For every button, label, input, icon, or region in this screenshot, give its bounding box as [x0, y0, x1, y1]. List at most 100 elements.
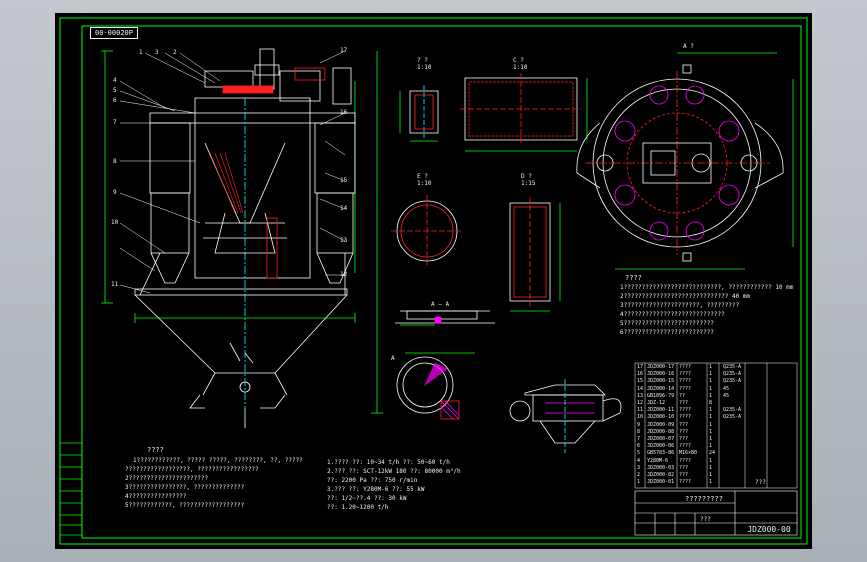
bom-cell-no: 5 [637, 450, 641, 457]
view-c-label: C ? [513, 57, 524, 64]
bom-cell-code: JDZ000-15 [647, 378, 675, 385]
view-e-label: E ? [417, 173, 428, 180]
notes-left-title: ???? [147, 446, 164, 454]
bom-cell-code: JDZ000-11 [647, 407, 675, 414]
bom-cell-qty: 1 [709, 378, 713, 385]
bom-cell-no: 4 [637, 457, 641, 464]
spec-line: 1.???? ??: 10~34 t/h ??: 50~60 t/h [327, 459, 450, 466]
bom-cell-code: JDZ000-16 [647, 371, 675, 378]
callout-12: 12 [340, 271, 348, 278]
notes-left-line: 5????????????, ?????????????????? [125, 502, 245, 509]
bom-cell-qty: 1 [709, 443, 713, 450]
section-a-a[interactable] [395, 310, 495, 326]
callout-9: 9 [113, 189, 117, 196]
callout-15: 15 [340, 177, 348, 184]
bom-cell-qty: 8 [709, 400, 713, 406]
view-e-flange[interactable] [391, 195, 463, 267]
bom-cell-qty: 1 [709, 428, 713, 435]
main-elevation-view[interactable] [101, 48, 383, 428]
notes-left-line: 3????????????????, ?????????????? [125, 484, 245, 491]
spec-line: ??: 1.20~1200 t/h [327, 504, 389, 511]
bom-cell-no: 1 [637, 479, 641, 486]
bom-cell-no: 13 [637, 392, 644, 399]
bom-cell-qty: 1 [709, 414, 713, 421]
view-b-detail[interactable] [399, 85, 439, 142]
detail-a-flange[interactable] [396, 352, 475, 420]
callout-7: 7 [113, 119, 117, 126]
bom-cell-code: JDZ000-06 [647, 443, 675, 450]
bom-cell-code: JDZ000-14 [647, 385, 675, 392]
bom-cell-qty: 1 [709, 385, 713, 392]
notes-left-line: ??????????????????, ????????????????? [125, 466, 259, 473]
bom-cell-code: JDZ000-17 [647, 364, 675, 370]
callout-14: 14 [340, 205, 348, 212]
view-b-scale: 1:10 [417, 64, 432, 71]
bom-cell-code: JDZ000-10 [647, 414, 675, 421]
section-a-a-label: A — A [431, 301, 450, 308]
title-block-grid [634, 490, 798, 536]
bom-cell-name: ?? [679, 392, 686, 399]
bom-cell-mat: 45 [723, 392, 730, 399]
notes-right-line: 5????????????????????????? [620, 320, 714, 327]
bom-cell-code: JDZ000-02 [647, 472, 675, 478]
bom-cell-no: 16 [637, 371, 644, 378]
view-a-top-plan[interactable] [576, 52, 794, 270]
notes-left-line: 4???????????????? [125, 493, 187, 500]
bom-cell-qty: 1 [709, 421, 713, 428]
bom-cell-no: 9 [637, 421, 641, 428]
view-c-scale: 1:10 [513, 64, 528, 71]
bom-cell-name: ???? [679, 378, 692, 385]
bom-cell-no: 2 [637, 472, 641, 478]
notes-right-line: 2????????????????????????????? 40 mm [620, 293, 751, 300]
drawing-canvas[interactable]: 00-00020P 1 2 3 4 5 6 7 8 9 10 11 12 13 … [55, 13, 812, 549]
bom-cell-qty: 1 [709, 464, 713, 471]
bom-cell-code: Y280M-6 [647, 457, 669, 464]
bom-cell-no: 14 [637, 385, 644, 392]
small-assembly-view[interactable] [509, 379, 622, 453]
bom-cell-qty: 24 [709, 450, 716, 457]
left-binding-table [59, 442, 83, 536]
title-block-name: ????????? [685, 495, 723, 503]
view-e-scale: 1:10 [417, 180, 432, 187]
bom-cell-name: ???? [679, 407, 692, 414]
bom-cell-name: ??? [679, 400, 689, 406]
detail-a-label: A [391, 355, 395, 362]
bom-cell-no: 6 [637, 443, 641, 450]
bom-cell-no: 7 [637, 436, 641, 442]
bom-cell-name: ??? [679, 472, 689, 478]
bom-cell-no: 15 [637, 378, 644, 385]
bom-cell-code: JDZ000-07 [647, 436, 675, 442]
bom-cell-qty: 1 [709, 371, 713, 378]
bom-cell-no: 17 [637, 364, 644, 370]
bom-cell-name: ???? [679, 414, 692, 421]
view-d-detail[interactable] [509, 197, 561, 312]
inner-border [81, 25, 802, 539]
bom-cell-name: ??? [679, 421, 689, 428]
view-b-label: ? ? [417, 57, 428, 64]
callout-6: 6 [113, 97, 117, 104]
notes-right-line: 6????????????????????????? [620, 329, 714, 336]
bom-cell-mat: 45 [723, 385, 730, 392]
bom-cell-name: ???? [679, 479, 692, 486]
view-c-detail[interactable] [460, 73, 588, 152]
bom-cell-qty: 1 [709, 472, 713, 478]
callout-10: 10 [111, 219, 119, 226]
callout-1: 1 [139, 49, 143, 56]
bom-cell-code: JDZ-12 [647, 400, 666, 406]
bom-cell-qty: 1 [709, 436, 713, 442]
bom-cell-code: JDZ000-08 [647, 428, 675, 435]
title-block-scale: ??? [700, 516, 711, 523]
callout-3: 3 [155, 49, 159, 56]
bom-cell-qty: 1 [709, 479, 713, 486]
notes-right-title: ???? [625, 274, 642, 282]
